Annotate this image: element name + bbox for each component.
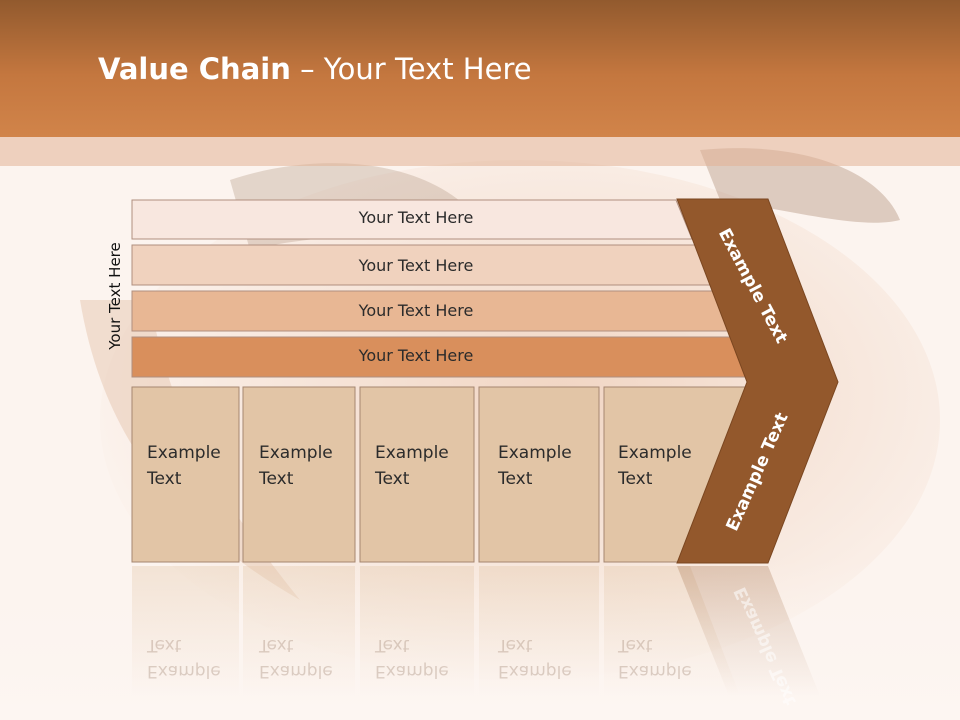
row-label-3: Your Text Here (358, 301, 474, 320)
column-label-4-line1: Example (498, 443, 572, 463)
row-label-4: Your Text Here (358, 346, 474, 365)
column-label-3-line2: Text (375, 469, 410, 489)
column-box-1 (131, 386, 240, 563)
column-reflection-5: Example Text (618, 632, 692, 684)
column-reflection-5-line1: Example (618, 661, 692, 681)
column-label-1: Example Text (147, 440, 221, 492)
column-box-3 (359, 386, 475, 563)
column-label-2: Example Text (259, 440, 333, 492)
column-label-3-line1: Example (375, 443, 449, 463)
column-label-1-line1: Example (147, 443, 221, 463)
column-reflection-2: Example Text (259, 632, 333, 684)
column-label-2-line1: Example (259, 443, 333, 463)
column-label-4: Example Text (498, 440, 572, 492)
column-label-5: Example Text (618, 440, 692, 492)
column-reflection-3-line1: Example (375, 661, 449, 681)
column-box-4 (478, 386, 600, 563)
column-reflection-3-line2: Text (375, 635, 410, 655)
column-reflection-2-line1: Example (259, 661, 333, 681)
column-label-3: Example Text (375, 440, 449, 492)
column-label-5-line2: Text (618, 469, 653, 489)
column-reflection-5-line2: Text (618, 635, 653, 655)
column-label-4-line2: Text (498, 469, 533, 489)
column-reflection-4: Example Text (498, 632, 572, 684)
column-reflection-3: Example Text (375, 632, 449, 684)
title-bold: Value Chain (98, 52, 291, 86)
column-label-1-line2: Text (147, 469, 182, 489)
column-label-5-line1: Example (618, 443, 692, 463)
column-reflection-4-line1: Example (498, 661, 572, 681)
title-strip (0, 137, 960, 166)
column-reflection-1-line1: Example (147, 661, 221, 681)
column-reflection-2-line2: Text (259, 635, 294, 655)
page-title: Value Chain – Your Text Here (98, 52, 532, 86)
title-bar (0, 0, 960, 137)
column-box-2 (242, 386, 356, 563)
column-label-2-line2: Text (259, 469, 294, 489)
row-label-1: Your Text Here (358, 208, 474, 227)
column-reflection-1-line2: Text (147, 635, 182, 655)
title-rest: – Your Text Here (290, 52, 532, 86)
column-reflection-4-line2: Text (498, 635, 533, 655)
chevron-arrow (676, 198, 839, 564)
row-label-2: Your Text Here (358, 256, 474, 275)
column-reflection-1: Example Text (147, 632, 221, 684)
